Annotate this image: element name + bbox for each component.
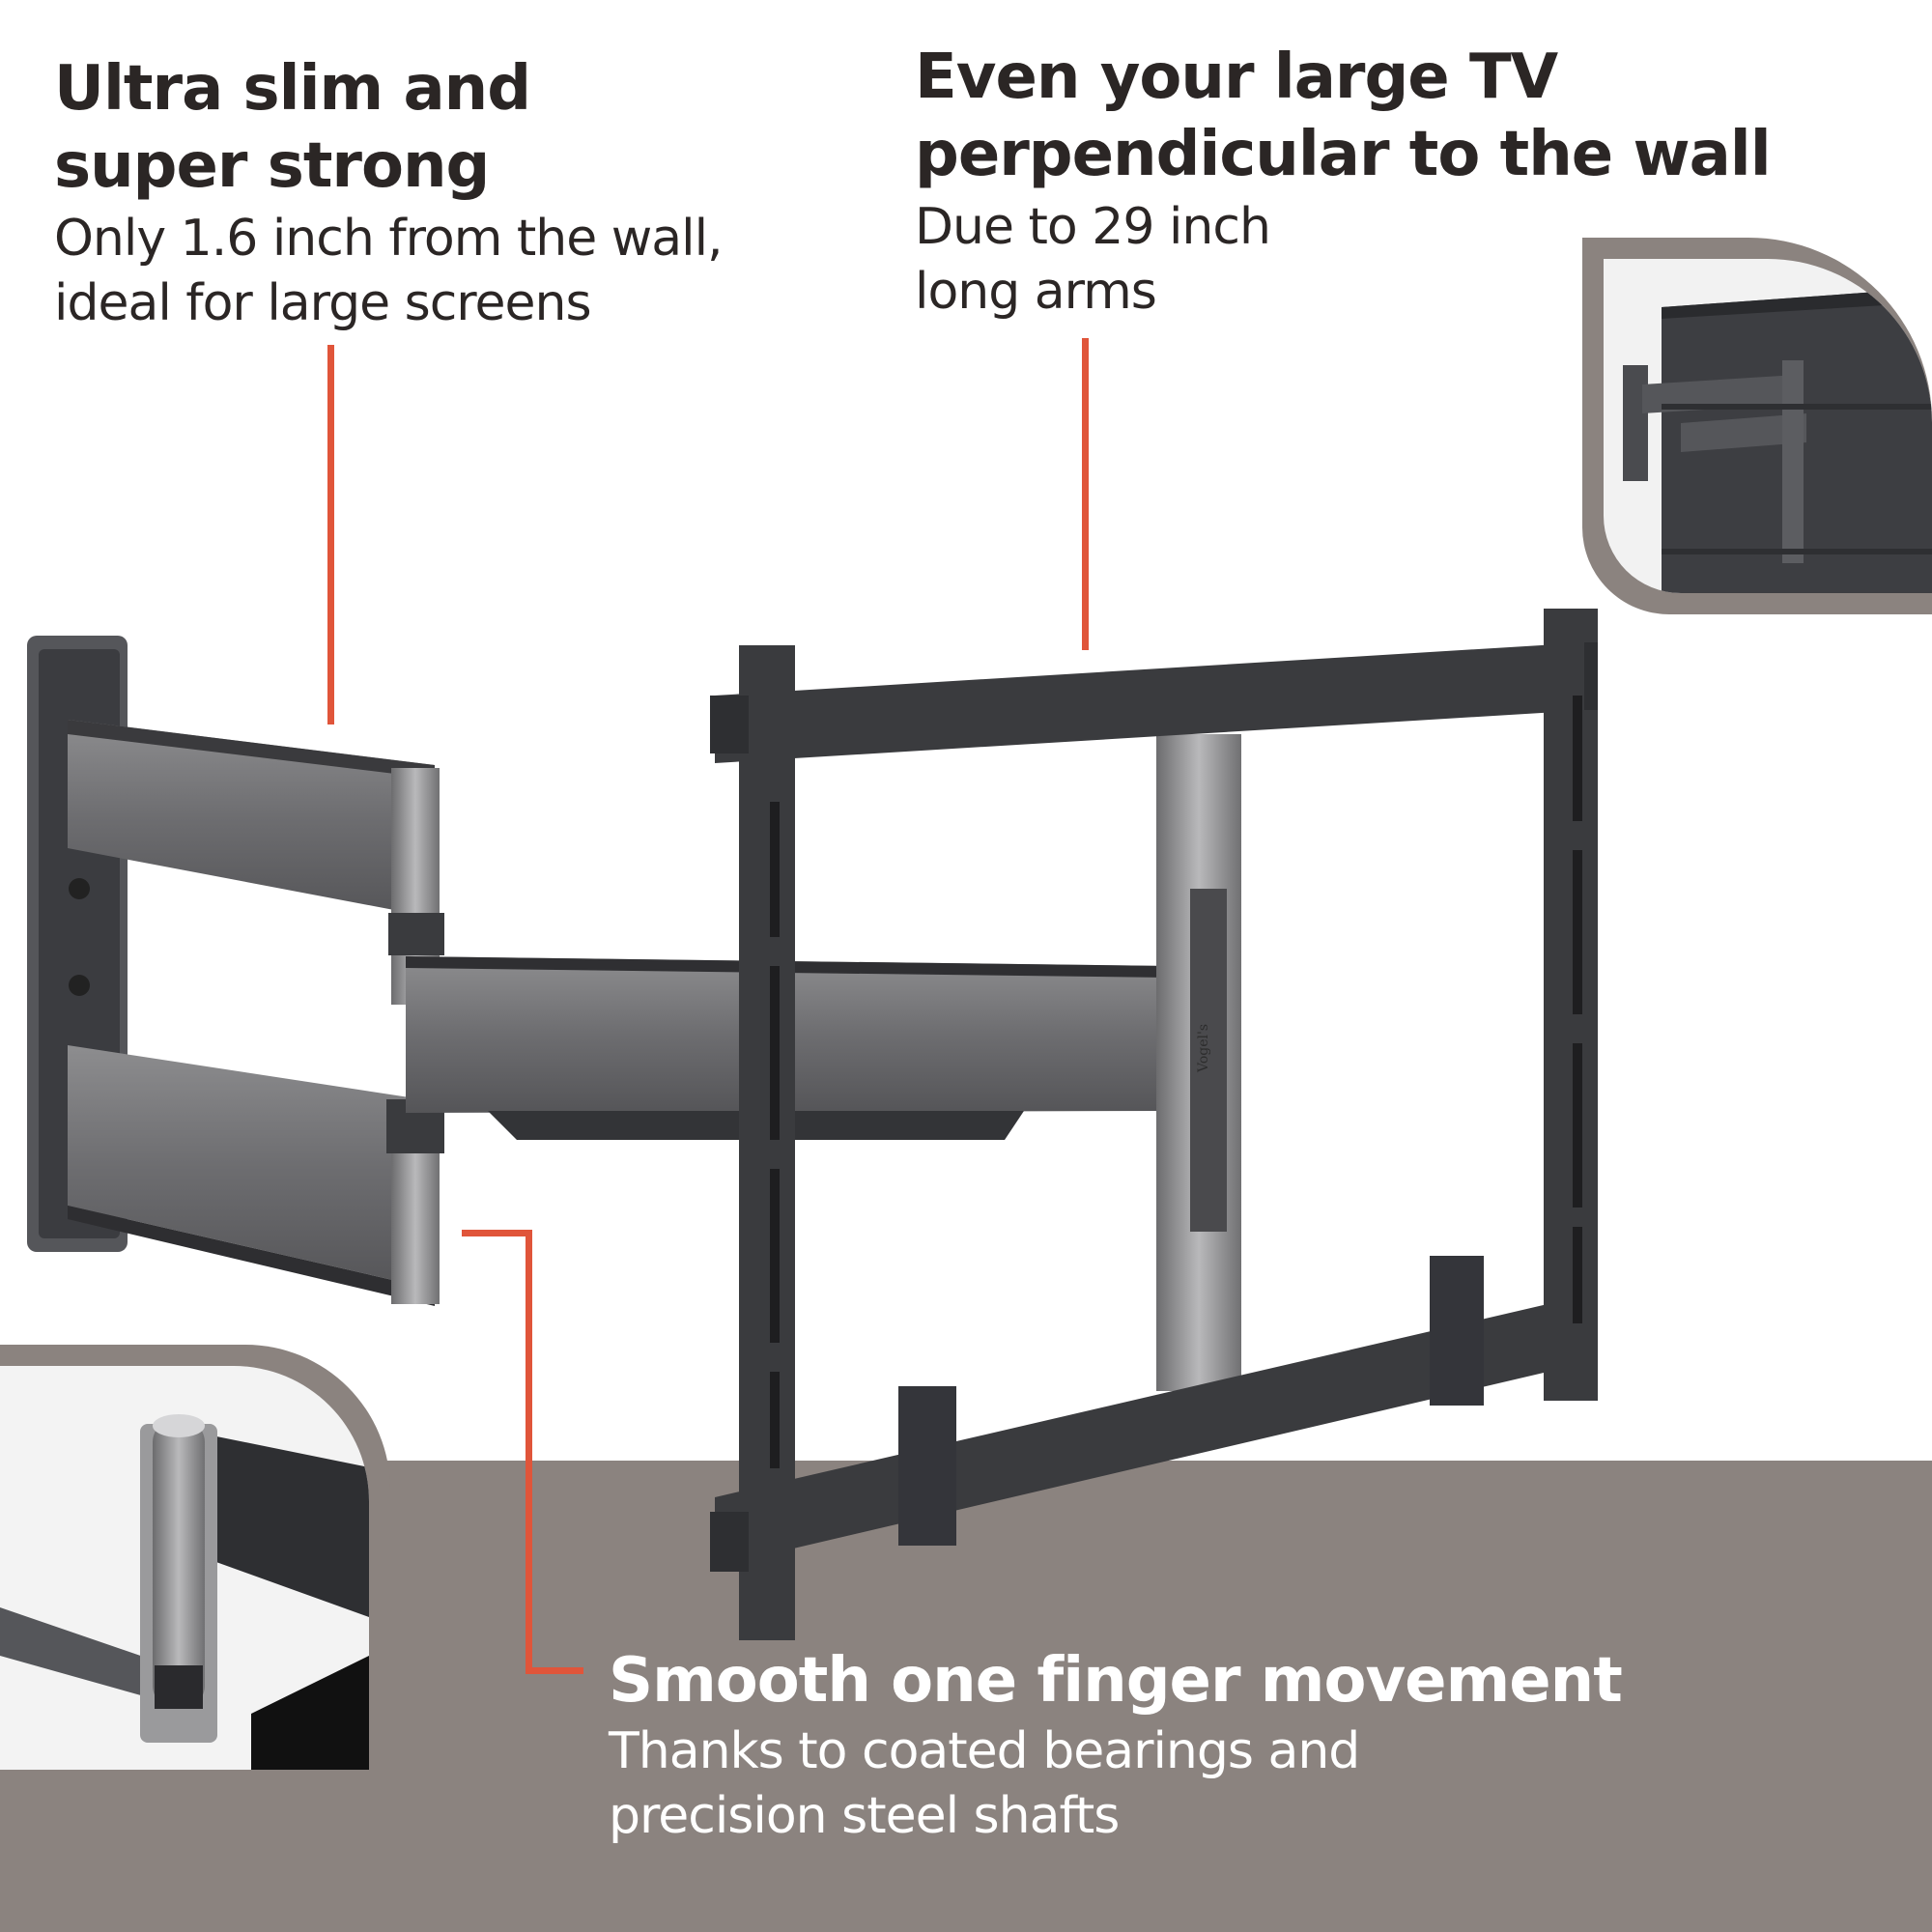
leader-line-movement-top xyxy=(462,1230,532,1236)
callout-perpendicular: Even your large TV perpendicular to the … xyxy=(915,39,1772,325)
callout-slim-headline-line: super strong xyxy=(54,130,490,202)
callout-slim-subline-line: Only 1.6 inch from the wall, xyxy=(54,210,724,268)
callout-perpendicular-headline-line: perpendicular to the wall xyxy=(915,119,1772,190)
center-column xyxy=(1156,734,1241,1391)
leader-line-movement-vertical xyxy=(526,1230,532,1674)
callout-movement-subline: Thanks to coated bearings and precision … xyxy=(609,1719,1622,1849)
callout-slim-headline-line: Ultra slim and xyxy=(54,53,531,125)
callout-slim-subline: Only 1.6 inch from the wall, ideal for l… xyxy=(54,207,724,336)
callout-perpendicular-headline: Even your large TV perpendicular to the … xyxy=(915,39,1772,193)
callout-perpendicular-headline-line: Even your large TV xyxy=(915,42,1558,113)
callout-perpendicular-subline: Due to 29 inch long arms xyxy=(915,195,1771,325)
inset-perpendicular-photo xyxy=(1582,238,1932,614)
inset-bearing-svg xyxy=(0,1414,369,1770)
callout-slim: Ultra slim and super strong Only 1.6 inc… xyxy=(54,50,724,336)
leader-line-perpendicular xyxy=(1082,338,1089,650)
tv-mounted-perpendicular-photo xyxy=(1604,259,1932,593)
callout-perpendicular-subline-line: long arms xyxy=(915,263,1157,321)
lower-arm xyxy=(68,1045,444,1306)
leader-line-slim xyxy=(327,345,334,724)
leader-line-movement-bottom xyxy=(526,1667,583,1674)
inset-bearing-photo xyxy=(0,1345,390,1770)
callout-perpendicular-subline-line: Due to 29 inch xyxy=(915,198,1271,256)
inset-perpendicular-svg xyxy=(1623,288,1932,593)
brand-logo: Vogel's xyxy=(1196,1024,1211,1073)
callout-slim-subline-line: ideal for large screens xyxy=(54,274,592,332)
callout-movement-subline-line: precision steel shafts xyxy=(609,1787,1120,1845)
callout-movement: Smooth one finger movement Thanks to coa… xyxy=(609,1642,1623,1849)
callout-movement-headline: Smooth one finger movement xyxy=(609,1642,1623,1719)
callout-movement-subline-line: Thanks to coated bearings and xyxy=(609,1722,1360,1780)
callout-slim-headline: Ultra slim and super strong xyxy=(54,50,723,205)
callout-movement-headline-line: Smooth one finger movement xyxy=(609,1645,1623,1717)
bearing-shaft-closeup-photo xyxy=(0,1366,369,1770)
tv-frame: Vogel's xyxy=(710,609,1598,1640)
